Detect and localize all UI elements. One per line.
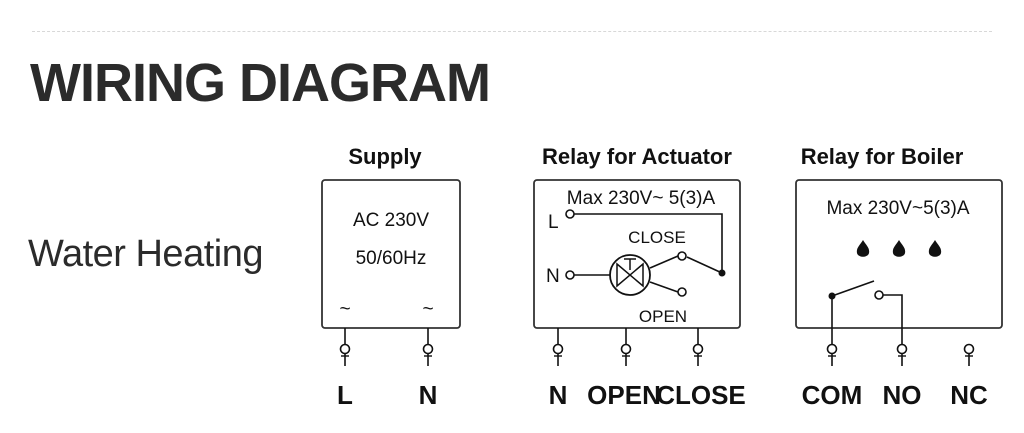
actuator-panel: Relay for Actuator Max 230V~ 5(3)A L CLO… xyxy=(533,144,746,410)
node xyxy=(677,251,687,261)
node xyxy=(565,270,575,280)
supply-voltage: AC 230V xyxy=(353,210,429,231)
terminal-label-n: N xyxy=(419,380,438,410)
terminal-post-icon xyxy=(620,343,632,367)
terminal-post-icon xyxy=(422,343,434,367)
actuator-rating: Max 230V~ 5(3)A xyxy=(567,188,716,209)
supply-panel: Supply AC 230V 50/60Hz ~ ~ L N xyxy=(321,144,461,410)
terminal-post-icon xyxy=(692,343,704,367)
top-divider xyxy=(32,31,992,32)
terminal-post-icon xyxy=(826,343,838,367)
actuator-header: Relay for Actuator xyxy=(542,144,732,169)
terminal-post-icon xyxy=(339,343,351,367)
switch-arm xyxy=(686,256,723,274)
terminal-label-l: L xyxy=(337,380,353,410)
terminal-label-com: COM xyxy=(802,380,863,410)
wire xyxy=(574,213,723,272)
node xyxy=(874,290,884,300)
terminal-label-open: OPEN xyxy=(587,380,661,410)
page-title: WIRING DIAGRAM xyxy=(30,53,491,113)
wire xyxy=(649,281,679,293)
switch-arm xyxy=(831,280,875,297)
ac-symbol-icon-n: ~ xyxy=(422,299,433,320)
terminal-post-icon xyxy=(552,343,564,367)
terminal-post-icon xyxy=(963,343,975,367)
supply-header: Supply xyxy=(348,144,422,169)
boiler-rating: Max 230V~5(3)A xyxy=(826,198,969,219)
valve-icon xyxy=(609,254,651,296)
actuator-label-l: L xyxy=(548,212,559,233)
wire xyxy=(883,294,903,344)
ac-symbol-icon-l: ~ xyxy=(339,299,350,320)
row-label-water-heating: Water Heating xyxy=(28,233,263,275)
actuator-label-close: CLOSE xyxy=(628,228,686,247)
terminal-label-close: CLOSE xyxy=(656,380,746,410)
supply-frequency: 50/60Hz xyxy=(356,248,427,269)
supply-box xyxy=(321,179,461,329)
terminal-post-icon xyxy=(896,343,908,367)
actuator-label-n: N xyxy=(546,266,560,287)
node xyxy=(565,209,575,219)
terminal-label-no: NO xyxy=(883,380,922,410)
wire xyxy=(649,255,679,269)
terminal-label-nc: NC xyxy=(950,380,988,410)
actuator-box xyxy=(533,179,741,329)
node xyxy=(677,287,687,297)
boiler-header: Relay for Boiler xyxy=(801,144,964,169)
terminal-label-n: N xyxy=(549,380,568,410)
actuator-label-open: OPEN xyxy=(639,307,687,326)
boiler-panel: Relay for Boiler Max 230V~5(3)A COM NO N… xyxy=(795,144,1003,410)
